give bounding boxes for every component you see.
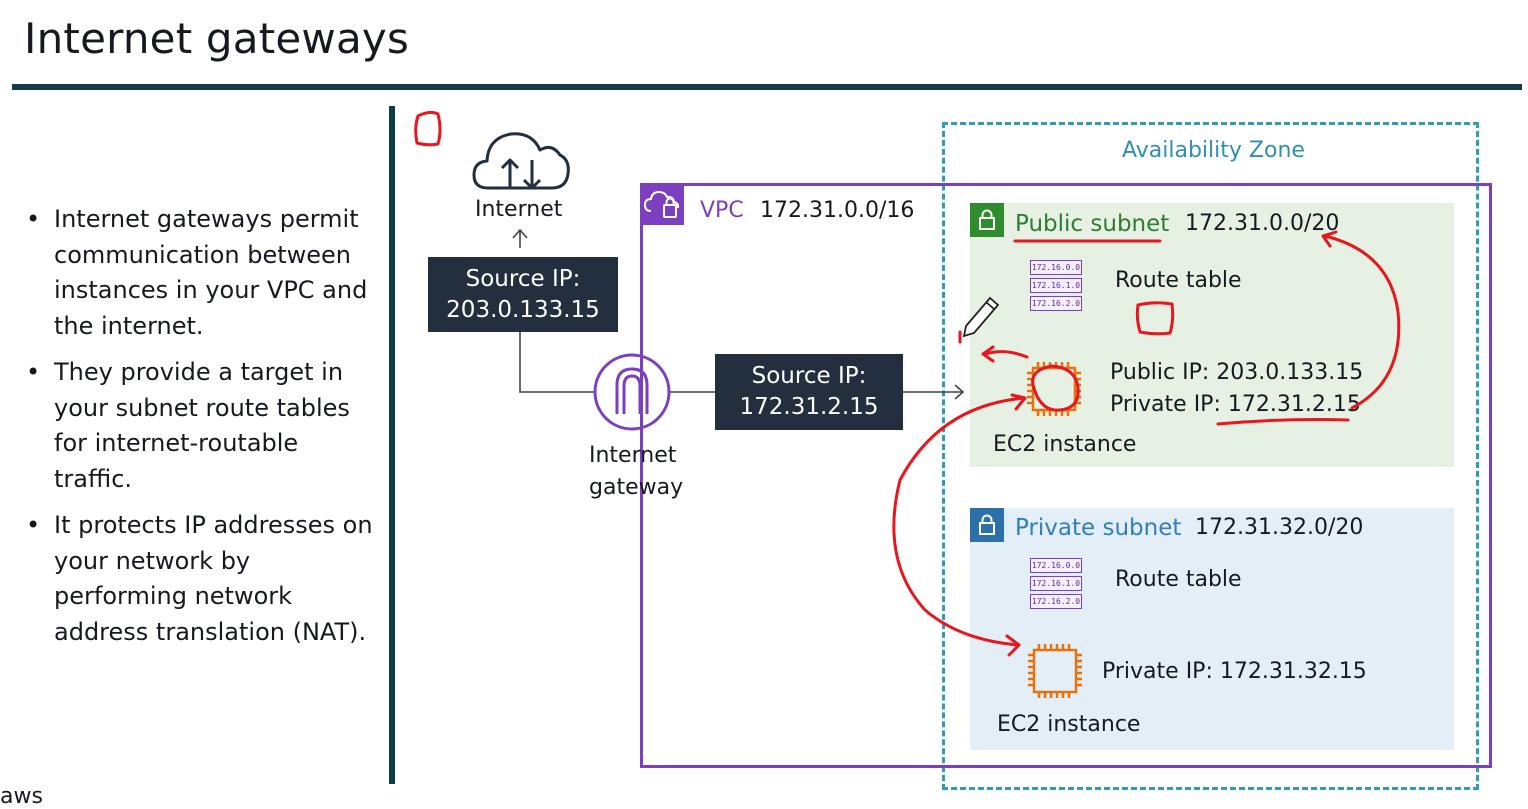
vpc-label: VPC [700,198,744,223]
public-subnet-box [970,203,1454,467]
source-ip-outer-box: Source IP: 203.0.133.15 [428,257,618,332]
private-ip-value: 172.31.2.15 [1227,392,1361,417]
vpc-cidr: 172.31.0.0/16 [760,198,915,223]
route-row: 172.16.1.0 [1030,576,1082,591]
private-subnet-cidr: 172.31.32.0/20 [1195,515,1364,540]
connector-lines [512,228,965,400]
private-subnet-ip-text: Private IP: 172.31.32.15 [1102,659,1367,684]
public-ip-text: Public IP: 203.0.133.15 [1110,360,1364,385]
availability-zone-box [942,122,1479,790]
source-ip-inner-label: Source IP: [751,363,867,389]
ec2-chip-icon [1028,644,1082,698]
private-ip-prefix: Private IP: [1110,392,1228,417]
bullet-list: Internet gateways permit communication b… [26,202,376,661]
source-ip-inner-value: 172.31.2.15 [739,394,879,420]
vpc-box [640,183,1492,768]
gateway-label-line1: Internet [589,443,677,468]
lock-icon [970,508,1004,542]
aws-logo: aws [0,784,43,809]
private-subnet-box [970,508,1454,750]
private-ec2-instance-label: EC2 instance [997,712,1141,737]
vpc-cloud-lock-icon [640,183,684,225]
public-ec2-instance-label: EC2 instance [993,432,1137,457]
public-subnet-cidr: 172.31.0.0/20 [1185,211,1340,236]
route-row: 172.16.2.0 [1030,594,1082,609]
public-route-table-label: Route table [1115,268,1242,293]
route-table-icon: 172.16.0.0 172.16.1.0 172.16.2.0 [1030,260,1082,314]
pencil-cursor-icon [962,296,1000,338]
lock-icon [970,203,1004,237]
source-ip-outer-label: Source IP: [465,265,581,292]
source-ip-inner-box: Source IP: 172.31.2.15 [715,354,903,430]
red-annotations [414,110,1401,657]
title-rule [12,84,1522,90]
bullet-item: It protects IP addresses on your network… [26,508,376,650]
route-row: 172.16.0.0 [1030,260,1082,275]
route-row: 172.16.0.0 [1030,558,1082,573]
private-ip-text: Private IP: 172.31.2.15 [1110,392,1361,417]
availability-zone-label: Availability Zone [1122,138,1305,163]
gateway-label-line2: gateway [589,475,684,500]
page-title: Internet gateways [24,14,410,63]
bullet-item: Internet gateways permit communication b… [26,202,376,344]
left-divider [389,106,395,784]
route-row: 172.16.1.0 [1030,278,1082,293]
gateway-label: Internet gateway [589,440,684,504]
cloud-upload-download-icon [472,132,570,190]
internet-gateway-icon [593,353,671,431]
bullet-item: They provide a target in your subnet rou… [26,355,376,497]
route-table-icon: 172.16.0.0 172.16.1.0 172.16.2.0 [1030,558,1082,612]
private-subnet-label: Private subnet [1015,515,1182,541]
source-ip-outer-value: 203.0.133.15 [446,296,600,323]
public-subnet-label: Public subnet [1015,211,1170,237]
internet-label: Internet [475,197,563,222]
route-row: 172.16.2.0 [1030,296,1082,311]
private-route-table-label: Route table [1115,567,1242,592]
